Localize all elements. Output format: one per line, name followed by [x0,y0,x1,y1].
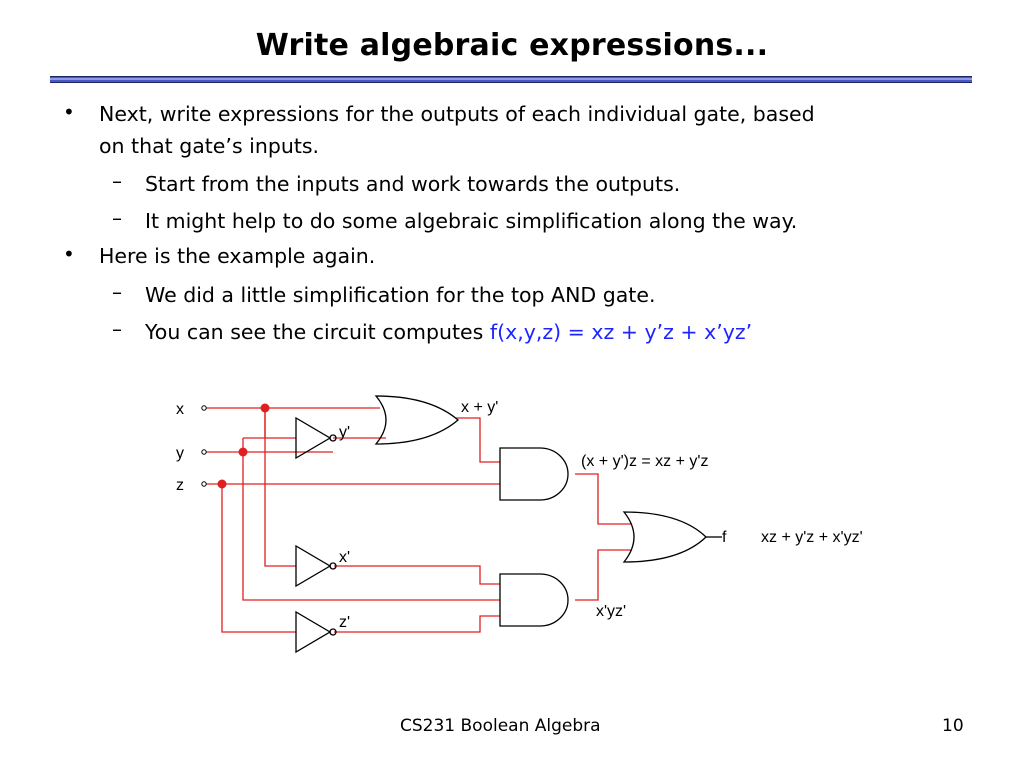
and-gate-icon [499,447,569,501]
logic-gates [295,395,722,654]
inverter-bubble [329,628,337,636]
bullet-2-text: Here is the example again. [99,244,376,268]
input-label-z: z [176,477,184,494]
or-gate-icon [622,511,707,563]
bullet-2-sub-2-text: You can see the circuit computes [145,320,490,344]
junction-dot [260,403,270,413]
input-label-y: y [176,445,184,462]
footer-course: CS231 Boolean Algebra [400,716,601,736]
wire-and-bottom-out [575,549,632,601]
title-divider [50,76,972,83]
wire-and-top-out [575,473,632,525]
bullet-2-sub-2: You can see the circuit computes f(x,y,z… [145,317,752,347]
dash-icon: – [112,169,122,193]
junction-dots [217,403,270,489]
slide-title: Write algebraic expressions... [255,28,769,63]
input-label-x: x [176,401,184,418]
bullet-2-sub-1: We did a little simplification for the t… [145,283,656,307]
footer-page-number: 10 [942,716,964,736]
circuit-labels: x y z x + y' y' (x + y')z = xz + y'z x' … [176,399,863,631]
circuit-formula: f(x,y,z) = xz + y’z + x’yz’ [489,320,753,344]
bullet-icon: • [63,242,75,266]
not-gate-icon [295,544,332,588]
not-gate-icon [295,416,332,460]
wire-znot-out [334,615,500,633]
and-top-output-label: (x + y')z = xz + y'z [581,453,708,470]
output-expression-label: xz + y'z + x'yz' [761,529,863,546]
bullet-1-continuation: on that gate’s inputs. [99,134,320,158]
and-gate-icon [499,573,569,627]
bullet-1-sub-2: It might help to do some algebraic simpl… [145,209,798,233]
bullet-1-sub-1: Start from the inputs and work towards t… [145,172,681,196]
wire-x-branch [264,408,296,567]
wire-y-branch [242,452,500,601]
or-top-output-label: x + y' [461,399,498,416]
inverter-bubble [329,434,337,442]
input-terminal [201,481,207,487]
dash-icon: – [112,206,122,230]
junction-dot [217,479,227,489]
not-gate-icon [295,610,332,654]
output-label-f: f [722,529,727,546]
bullet-1-text: Next, write expressions for the outputs … [99,102,815,126]
or-gate-icon [374,395,459,445]
bullet-icon: • [63,100,75,124]
and-bottom-output-label: x'yz' [596,603,626,620]
not-y-output-label: y' [339,424,350,441]
wire-z-branch [221,484,296,633]
dash-icon: – [112,317,122,341]
input-terminal [201,449,207,455]
junction-dot [238,447,248,457]
dash-icon: – [112,280,122,304]
input-terminal [201,405,207,411]
wire-xnot-out [334,565,500,585]
not-z-output-label: z' [339,614,350,631]
input-terminals [201,405,207,487]
circuit-wires [205,407,632,633]
not-x-output-label: x' [339,549,350,566]
wire-or-to-and [456,417,500,463]
inverter-bubble [329,562,337,570]
